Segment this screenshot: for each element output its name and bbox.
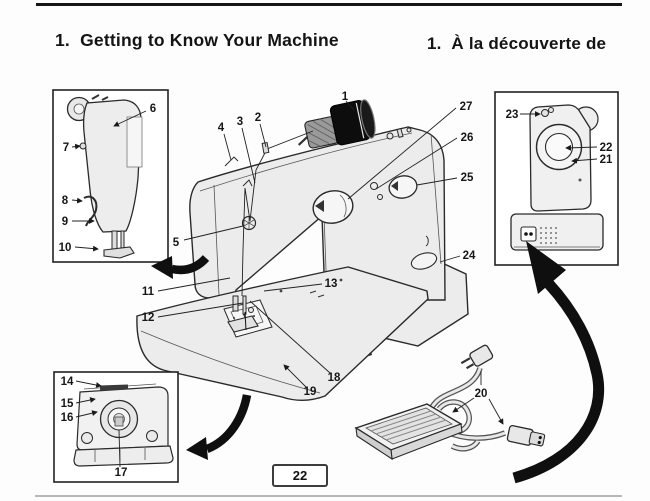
pillar-right-crease [430, 133, 442, 265]
callout-leader-lines [71, 100, 598, 468]
callout-9: 9 [62, 216, 68, 228]
right-inset-panel [494, 91, 619, 266]
callout-14: 14 [61, 376, 74, 388]
callout-26: 26 [461, 132, 474, 144]
callout-8: 8 [62, 195, 69, 207]
accessory-door [410, 252, 438, 270]
callout-12: 12 [142, 312, 155, 324]
bobbin-inset-panel [53, 371, 179, 483]
callout-24: 24 [463, 250, 476, 262]
page-edge-line-bottom [35, 495, 622, 497]
take-up-lever [242, 179, 253, 187]
callout-23: 23 [506, 109, 519, 121]
callout-20: 20 [475, 388, 488, 400]
left-inset-panel [52, 89, 169, 263]
section-title-english: 1. Getting to Know Your Machine [55, 30, 339, 50]
power-socket [520, 226, 537, 242]
bobbin-area-view [73, 383, 174, 467]
callout-19: 19 [304, 386, 317, 398]
machine-head-side-view [66, 94, 143, 259]
curved-arrow-icon-power-socket [512, 241, 605, 484]
table-front-crease [140, 330, 321, 394]
curved-arrow-icon-left-inset [151, 255, 210, 279]
page-number-box: 22 [272, 464, 328, 487]
foot-controller [354, 403, 463, 461]
callout-15: 15 [61, 398, 74, 410]
callout-6: 6 [150, 103, 156, 115]
vent-grid [540, 227, 557, 244]
reverse-knob [370, 182, 378, 190]
thread-spool-assembly [297, 99, 376, 149]
needle-presser-foot [227, 295, 259, 333]
callout-3: 3 [237, 116, 243, 128]
callout-1: 1 [342, 91, 349, 103]
callout-13: 13 [325, 278, 338, 290]
callout-21: 21 [600, 154, 613, 166]
callout-22: 22 [600, 142, 613, 154]
handwheel-clutch [544, 132, 574, 162]
machine-plug [506, 424, 546, 447]
extension-table [136, 266, 429, 401]
main-machine-illustration [136, 99, 469, 401]
machine-rear-view [510, 104, 604, 251]
callout-11: 11 [142, 286, 155, 298]
wall-plug [460, 344, 494, 370]
callout-7: 7 [63, 142, 69, 154]
bed-screw [279, 289, 283, 293]
stitch-length-dial [388, 175, 418, 199]
stitch-selector-dial [312, 190, 354, 224]
thread-cutter-hook [425, 235, 429, 247]
page-edge-line-top [36, 3, 622, 6]
bed-screw-2 [339, 278, 343, 282]
bobbin-winder [386, 127, 412, 140]
head-panel-line [213, 184, 220, 296]
page-number: 22 [292, 468, 308, 483]
slide-plate-slot [99, 384, 129, 391]
callout-27: 27 [460, 101, 473, 113]
small-screw [377, 194, 383, 200]
callout-16: 16 [61, 412, 74, 424]
callout-2: 2 [255, 112, 261, 124]
callout-10: 10 [59, 242, 72, 254]
callout-labels: 1 2 3 4 5 6 7 8 9 10 11 12 13 14 15 16 1… [59, 91, 613, 479]
callout-17: 17 [115, 467, 128, 479]
bed-guide-marks [309, 290, 325, 298]
callout-25: 25 [461, 172, 474, 184]
bobbin-latch [114, 416, 124, 427]
callout-4: 4 [218, 122, 225, 134]
section-title-french: 1. À la découverte de [427, 34, 607, 53]
power-cord-group [354, 344, 546, 461]
callout-5: 5 [173, 237, 180, 249]
curved-arrow-icon-bobbin-inset [186, 394, 252, 460]
callout-18: 18 [328, 372, 341, 384]
thread-guide-bracket [224, 156, 239, 167]
